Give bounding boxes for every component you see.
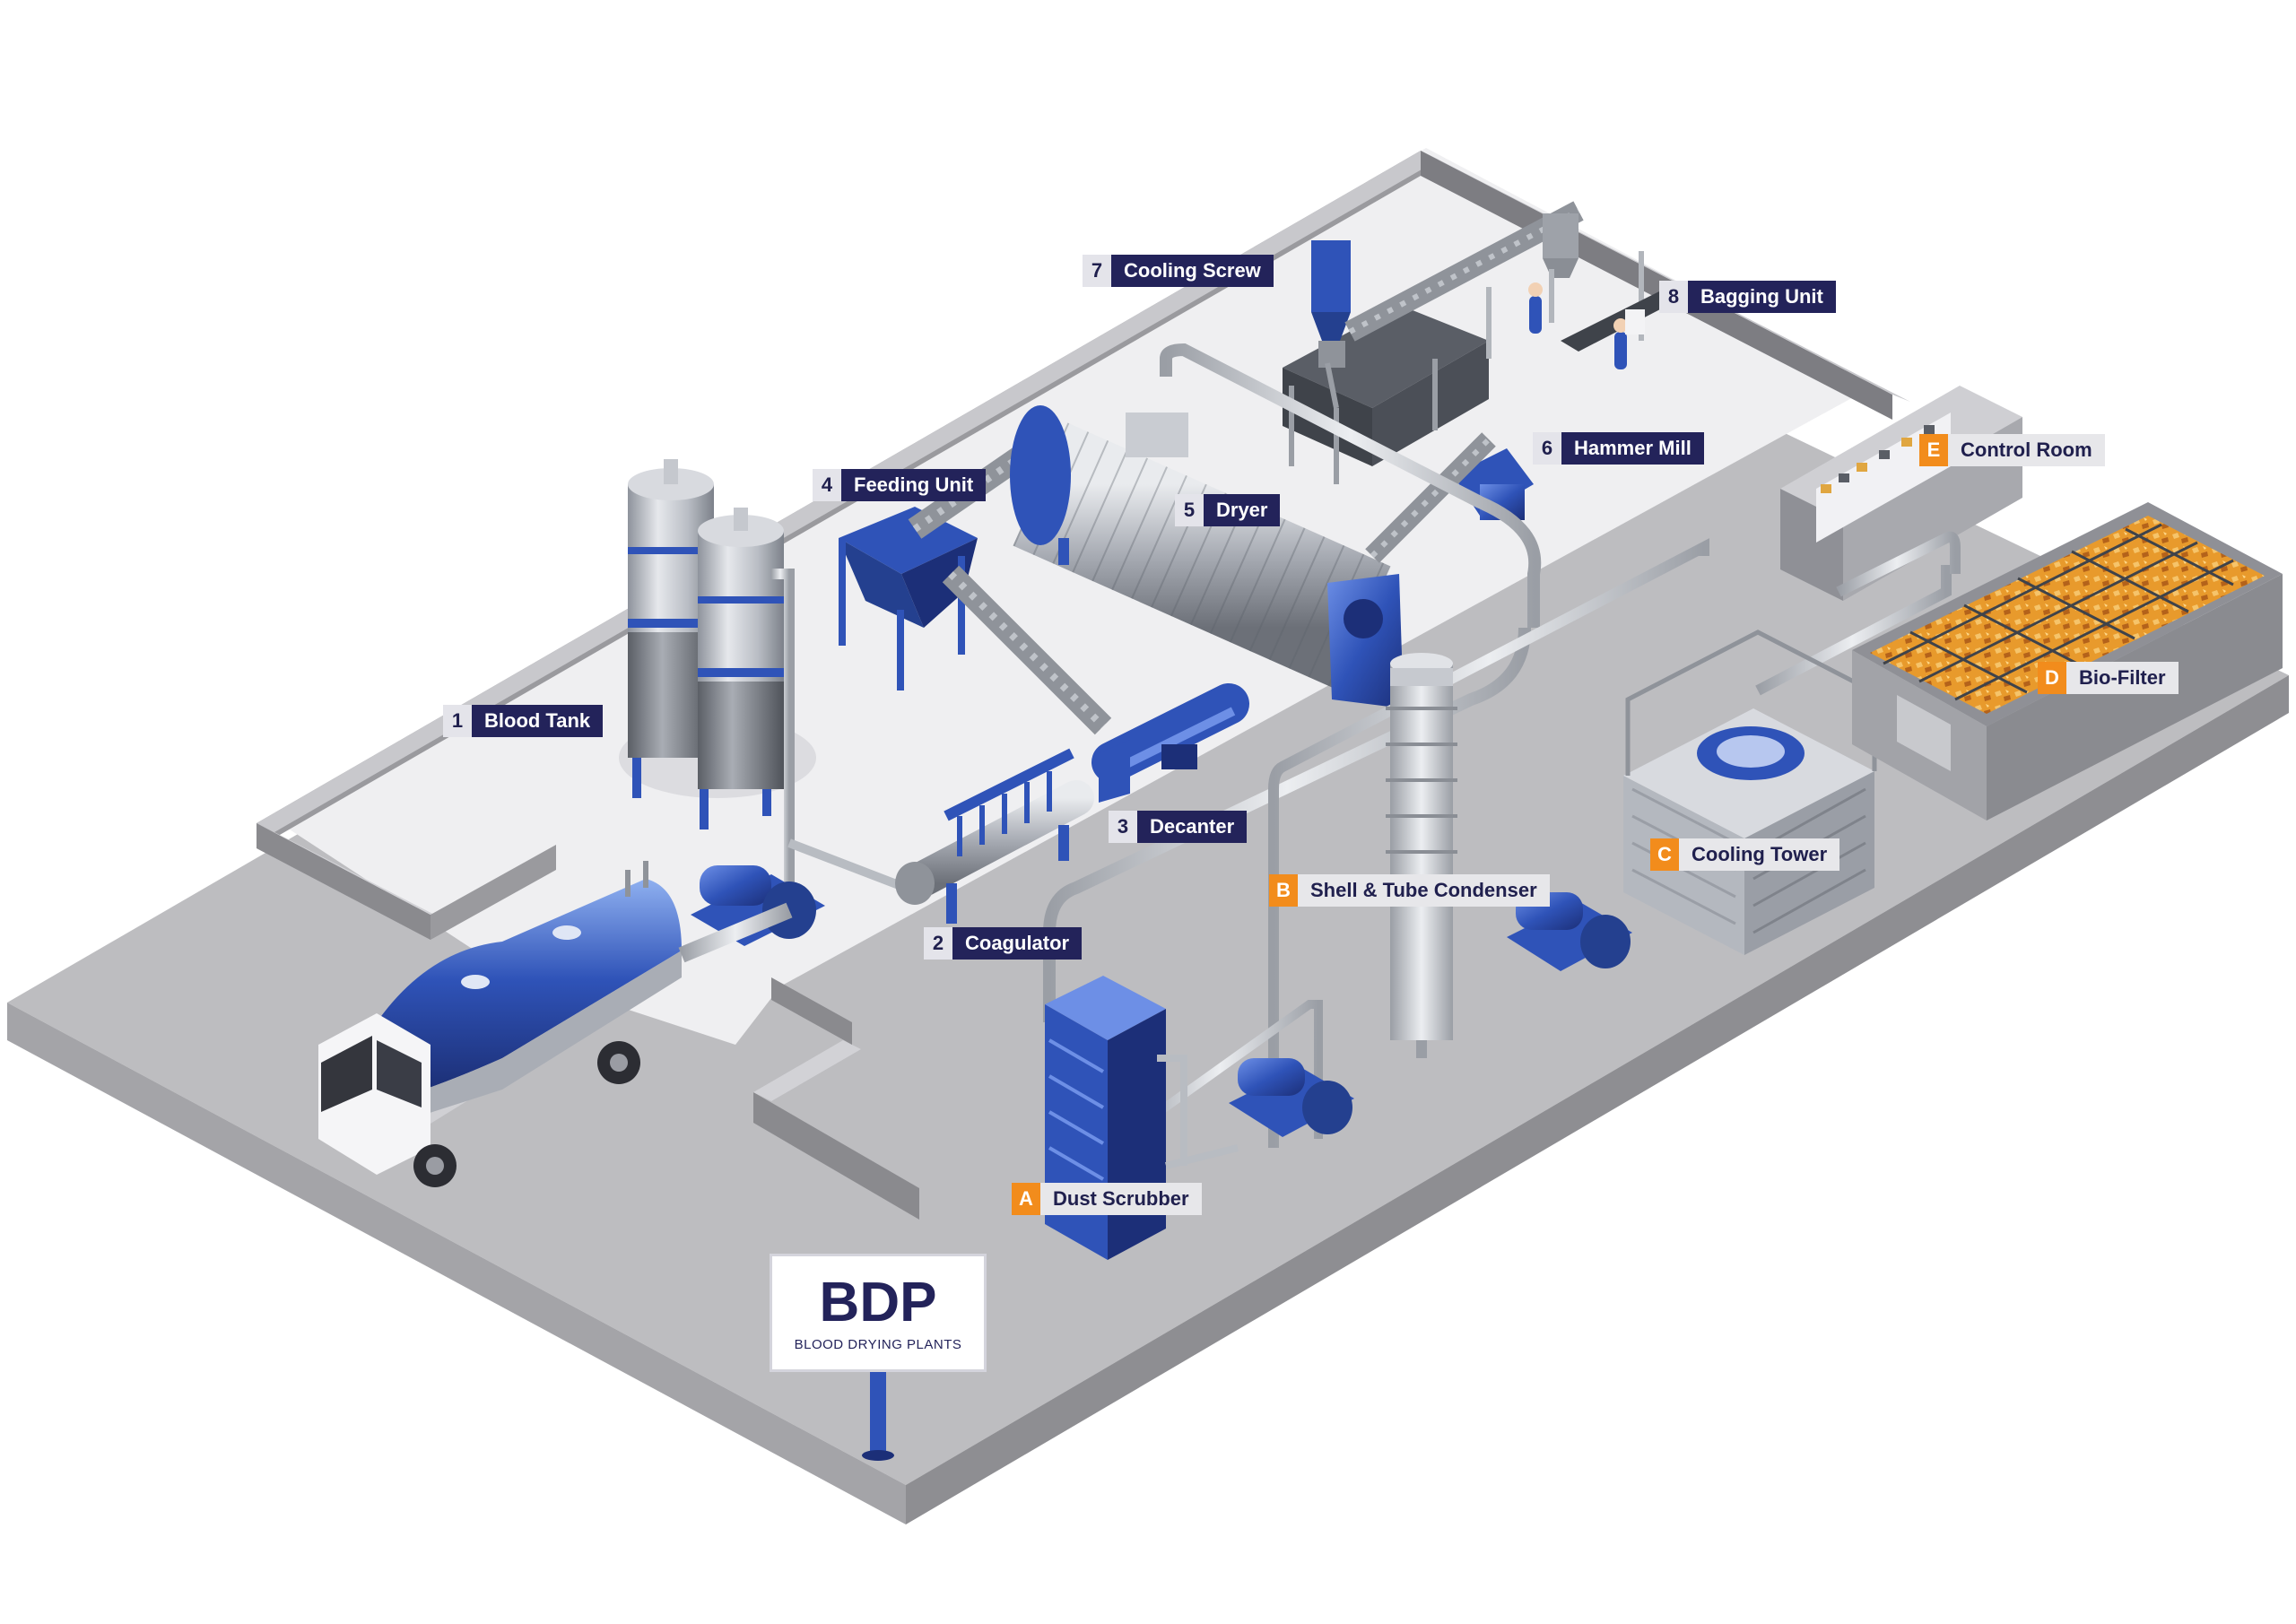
label-text: Feeding Unit bbox=[841, 469, 987, 501]
dryer bbox=[1010, 405, 1404, 708]
label-blood-tank: 1 Blood Tank bbox=[443, 705, 604, 737]
label-badge: B bbox=[1269, 874, 1298, 907]
label-coagulator: 2 Coagulator bbox=[924, 927, 1083, 960]
label-shell-and-tube-condenser: B Shell & Tube Condenser bbox=[1269, 874, 1550, 907]
label-hammer-mill: 6 Hammer Mill bbox=[1533, 432, 1704, 465]
bagging-unit bbox=[1486, 213, 1686, 369]
label-badge: E bbox=[1919, 434, 1948, 466]
label-cooling-tower: C Cooling Tower bbox=[1650, 838, 1840, 871]
label-text: Coagulator bbox=[952, 927, 1083, 960]
label-badge: 4 bbox=[813, 469, 841, 501]
label-badge: 1 bbox=[443, 705, 472, 737]
blood-tank-group bbox=[619, 459, 816, 829]
label-badge: C bbox=[1650, 838, 1679, 871]
sign-subtitle: BLOOD DRYING PLANTS bbox=[794, 1336, 962, 1352]
label-text: Bio-Filter bbox=[2066, 662, 2179, 694]
label-text: Cooling Tower bbox=[1679, 838, 1840, 871]
label-badge: 6 bbox=[1533, 432, 1561, 465]
label-text: Control Room bbox=[1948, 434, 2105, 466]
label-text: Hammer Mill bbox=[1561, 432, 1704, 465]
label-feeding-unit: 4 Feeding Unit bbox=[813, 469, 987, 501]
label-text: Shell & Tube Condenser bbox=[1298, 874, 1550, 907]
label-dryer: 5 Dryer bbox=[1175, 494, 1281, 526]
bio-filter bbox=[1852, 502, 2283, 821]
label-badge: 3 bbox=[1109, 811, 1137, 843]
label-decanter: 3 Decanter bbox=[1109, 811, 1248, 843]
blood-pump bbox=[691, 865, 825, 946]
label-control-room: E Control Room bbox=[1919, 434, 2105, 466]
sign-post bbox=[870, 1370, 886, 1455]
label-badge: 8 bbox=[1659, 281, 1688, 313]
label-bio-filter: D Bio-Filter bbox=[2038, 662, 2179, 694]
label-text: Decanter bbox=[1137, 811, 1248, 843]
decanter bbox=[1091, 683, 1249, 803]
shell-and-tube-condenser bbox=[1386, 653, 1457, 1058]
tanker-truck bbox=[318, 861, 682, 1187]
label-badge: 5 bbox=[1175, 494, 1204, 526]
coagulator bbox=[895, 748, 1094, 924]
label-badge: 7 bbox=[1083, 255, 1111, 287]
cooling-screw bbox=[1311, 201, 1584, 409]
label-dust-scrubber: A Dust Scrubber bbox=[1012, 1183, 1202, 1215]
label-text: Cooling Screw bbox=[1111, 255, 1274, 287]
label-text: Dust Scrubber bbox=[1040, 1183, 1202, 1215]
bdp-sign: BDP BLOOD DRYING PLANTS bbox=[770, 1254, 987, 1372]
label-badge: 2 bbox=[924, 927, 952, 960]
label-bagging-unit: 8 Bagging Unit bbox=[1659, 281, 1836, 313]
scrubber-pump bbox=[1229, 1058, 1354, 1137]
label-badge: A bbox=[1012, 1183, 1040, 1215]
label-text: Bagging Unit bbox=[1688, 281, 1836, 313]
label-badge: D bbox=[2038, 662, 2066, 694]
label-text: Blood Tank bbox=[472, 705, 604, 737]
label-cooling-screw: 7 Cooling Screw bbox=[1083, 255, 1274, 287]
label-text: Dryer bbox=[1204, 494, 1281, 526]
sign-title: BDP bbox=[819, 1271, 937, 1333]
